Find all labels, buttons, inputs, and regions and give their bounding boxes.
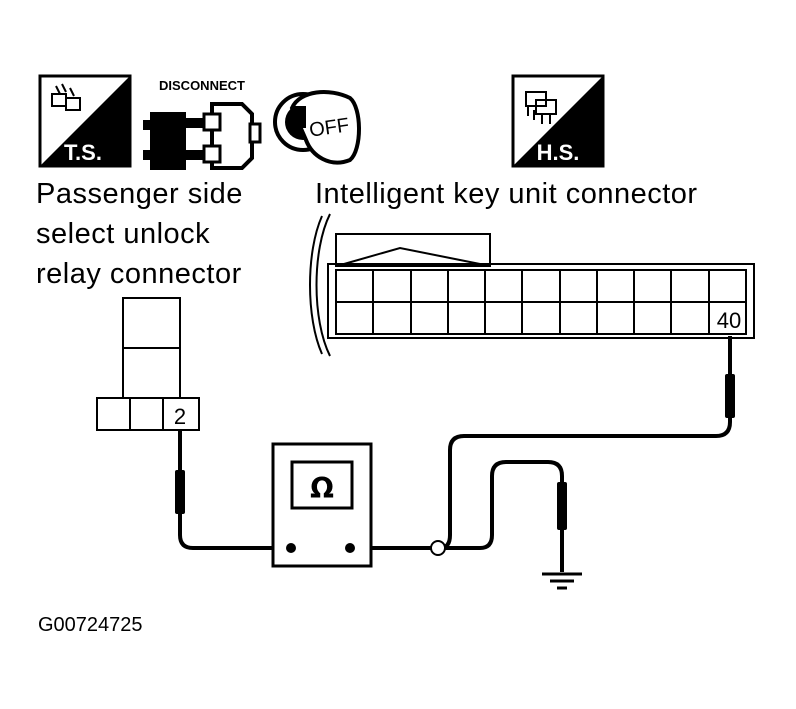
- key-unit-connector: [309, 213, 755, 357]
- relay-label-line3: relay connector: [36, 258, 242, 290]
- figure-id: G00724725: [38, 614, 143, 636]
- relay-connector: [96, 297, 200, 431]
- ohm-symbol: Ω: [310, 472, 334, 505]
- key-unit-label: Intelligent key unit connector: [315, 178, 698, 210]
- relay-label-line1: Passenger side: [36, 178, 243, 210]
- ts-icon: T.S.: [38, 74, 132, 168]
- wire-junction: [430, 540, 446, 556]
- relay-pin-number: 2: [174, 404, 186, 429]
- disconnect-text: DISCONNECT: [159, 78, 245, 93]
- hs-icon: H.S.: [511, 74, 605, 168]
- ground-icon: [542, 572, 582, 590]
- ts-text: T.S.: [64, 140, 102, 165]
- disconnect-icon: DISCONNECT: [143, 78, 262, 170]
- ignition-off-icon: OFF: [273, 90, 361, 165]
- hs-text: H.S.: [537, 140, 580, 165]
- ohmmeter: [271, 442, 373, 568]
- relay-label-line2: select unlock: [36, 218, 211, 250]
- probe-ground: [557, 482, 567, 530]
- probe-relay: [175, 470, 185, 514]
- probe-key-unit: [725, 374, 735, 418]
- key-unit-pin-number: 40: [717, 308, 741, 333]
- wiring: [178, 336, 732, 572]
